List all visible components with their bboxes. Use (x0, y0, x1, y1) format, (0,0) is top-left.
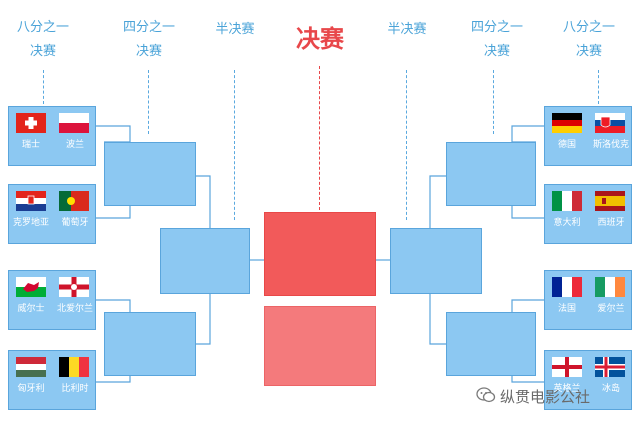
guide-line (406, 70, 407, 220)
team-name: 威尔士 (17, 304, 45, 314)
germany-flag-icon (552, 113, 582, 133)
england-flag-icon (552, 357, 582, 377)
italy-flag-icon (552, 191, 582, 211)
portugal-flag-icon (59, 191, 89, 211)
team-name: 冰岛 (601, 384, 620, 394)
quarterfinal-left-top-slot (104, 142, 196, 206)
watermark: 纵贯电影公社 (476, 386, 590, 407)
quarterfinal-right-bottom-slot (446, 312, 536, 376)
team-name: 意大利 (553, 218, 581, 228)
ireland-flag-icon (595, 277, 625, 297)
team-name: 北爱尔兰 (56, 304, 93, 314)
team-name: 比利时 (61, 384, 89, 394)
team-name: 法国 (557, 304, 576, 314)
guide-line (319, 66, 320, 210)
team-name: 英格兰 (553, 384, 581, 394)
guide-line (234, 70, 235, 220)
iceland-flag-icon (595, 357, 625, 377)
team-name: 斯洛伐克 (592, 140, 629, 150)
wales-flag-icon (16, 277, 46, 297)
watermark-text: 纵贯电影公社 (500, 388, 591, 406)
match-r16-left-2: 克罗地亚 葡萄牙 (8, 184, 96, 244)
wechat-icon (476, 386, 496, 407)
guide-line (598, 70, 599, 104)
match-r16-left-3: 威尔士 北爱尔兰 (8, 270, 96, 330)
quarterfinal-right-top-slot (446, 142, 536, 206)
team-name: 葡萄牙 (61, 218, 89, 228)
final-slot-bottom (264, 306, 376, 386)
match-r16-left-1: 瑞士 波兰 (8, 106, 96, 166)
match-r16-right-4: 英格兰 冰岛 (544, 350, 632, 410)
header-semifinal-left: 半决赛 (215, 22, 255, 37)
team-name: 爱尔兰 (597, 304, 625, 314)
match-r16-right-2: 意大利 西班牙 (544, 184, 632, 244)
match-r16-left-4: 匈牙利 比利时 (8, 350, 96, 410)
croatia-flag-icon (16, 191, 46, 211)
spain-flag-icon (595, 191, 625, 211)
guide-line (43, 70, 44, 104)
guide-line (148, 70, 149, 134)
header-quarterfinal-right: 四分之一 决赛 (470, 20, 523, 59)
switzerland-flag-icon (16, 113, 46, 133)
team-name: 瑞士 (21, 140, 40, 150)
header-semifinal-right: 半决赛 (387, 22, 427, 37)
quarterfinal-left-bottom-slot (104, 312, 196, 376)
header-round-of-16-right: 八分之一 决赛 (562, 20, 615, 59)
final-slot-top (264, 212, 376, 296)
match-r16-right-1: 德国 斯洛伐克 (544, 106, 632, 166)
slovakia-flag-icon (595, 113, 625, 133)
match-r16-right-3: 法国 爱尔兰 (544, 270, 632, 330)
header-quarterfinal-left: 四分之一 决赛 (122, 20, 175, 59)
semifinal-left-slot (160, 228, 250, 294)
france-flag-icon (552, 277, 582, 297)
team-name: 匈牙利 (17, 384, 45, 394)
header-final: 决赛 (296, 25, 344, 53)
team-name: 西班牙 (597, 218, 625, 228)
guide-line (493, 70, 494, 134)
hungary-flag-icon (16, 357, 46, 377)
team-name: 克罗地亚 (12, 218, 49, 228)
team-name: 波兰 (65, 140, 84, 150)
semifinal-right-slot (390, 228, 482, 294)
team-name: 德国 (557, 140, 576, 150)
header-round-of-16-left: 八分之一 决赛 (16, 20, 69, 59)
northern-ireland-flag-icon (59, 277, 89, 297)
poland-flag-icon (59, 113, 89, 133)
belgium-flag-icon (59, 357, 89, 377)
